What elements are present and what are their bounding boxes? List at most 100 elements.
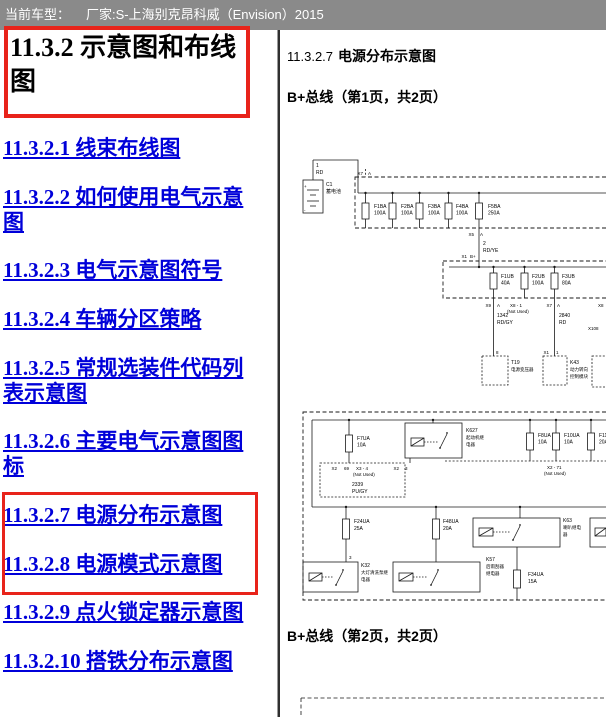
wire-to-band2: X5 A 2 RD/YE X1 B+ [461,228,499,267]
component-k32-id: K32 [361,563,370,569]
fuse-f34ua-symbol [513,569,521,589]
component-k63-id: K63 [563,518,572,524]
pin-8-label: 8 [496,350,499,355]
power-distribution-schematic: + - C1 蓄电池 1 RD X7 A F1BA 100A F2BA 100A… [302,159,606,601]
relay-partial-right [589,517,606,548]
connector-x1-1-label: X1 [543,350,549,355]
toc-heading: 11.3.2 示意图和布线图 [10,33,237,96]
page-title-number: 11.3.2.7 [287,49,334,64]
connector-x108-label: X108 [588,326,599,331]
fuse-f1ub-id: F1UB [501,274,514,280]
battery-minus-sign: - [304,208,306,213]
connector-x7-mid-label: X7 [546,303,552,308]
connector-x1-label: X1 [461,254,467,259]
bplus-bus-page2-heading: B+总线（第2页，共2页） [287,628,447,644]
relay-k627: K627 起动机继 电器 [404,420,484,463]
fuse-f8ua-id: F8UA [538,433,551,439]
component-k57-id: K57 [486,557,495,563]
wire1342-number: 1342 [497,313,508,319]
toc-item-11-3-2-5[interactable]: 11.3.2.5 常规选装件代码列表示意图 [3,355,244,405]
connector-x2-3-pin: 3 [405,466,408,471]
connector-x7-label: X7 [357,171,363,176]
fuse-f34ua-id: F34UA [528,572,544,578]
connector-x3-4-note: (Not Used) [353,472,375,477]
fuse-f2ub-amp: 100A [532,281,544,287]
relay-k57: K57 后雨刮器 继电器 [392,557,504,593]
fuse-block-1: F1BA 100A F2BA 100A F3BA 100A F4BA 100A … [354,176,606,229]
component-k57-desc1: 后雨刮器 [486,563,504,570]
connector-x2-69-label: X2 [331,466,337,471]
connector-x9-label: X9 [485,303,491,308]
toc-item-11-3-2-6[interactable]: 11.3.2.6 主要电气示意图图标 [3,429,244,479]
connector-x2-71-label: X2 - 71 [547,465,562,470]
component-k43: K43 动力转向 控制模块 [542,355,588,386]
fuse-f34ua-amp: 15A [528,579,538,585]
component-partial-right [591,355,606,388]
connector-x8-right-label: X8 [598,303,604,308]
fuse-f11u-id: F11U [599,433,606,439]
wire2-color: RD/YE [483,248,499,254]
connector-x1-pin: B+ [470,254,476,259]
component-t19: T19 电源变压器 [481,355,534,386]
toc-item-11-3-2-9[interactable]: 11.3.2.9 点火锁定器示意图 [3,600,244,625]
connector-x5-pin: A [480,232,483,237]
fuse-f3ba-id: F3BA [428,204,441,210]
fuse-f4ba-amp: 100A [456,211,468,217]
pin-3-label: 3 [349,555,352,560]
wire2840-color: RD [559,320,567,326]
battery-id: C1 [326,182,333,188]
toc-item-11-3-2-7[interactable]: 11.3.2.7 电源分布示意图 [3,502,223,527]
connector-x7-mid-pin: A [557,303,560,308]
fuse-f10ua-id: F10UA [564,433,580,439]
fuse-f24ua-amp: 25A [354,526,364,532]
toc-item-11-3-2-1[interactable]: 11.3.2.1 线束布线图 [3,136,181,160]
power-distribution-schematic-page2 [300,697,606,717]
fuse-f48ua-id: F48UA [443,519,459,525]
battery-feed-wire: 1 RD X7 A [313,159,371,193]
connector-x5-label: X5 [468,232,474,237]
fuse-f48ua-amp: 20A [443,526,453,532]
relay-k32: K32 大灯清洗泵继 电器 [302,561,388,593]
fuse-f3ub-amp: 80A [562,281,572,287]
fuse-f5ba-amp: 250A [488,211,500,217]
fuse-f7ua-id: F7UA [357,436,370,442]
toc-item-11-3-2-10[interactable]: 11.3.2.10 搭铁分布示意图 [3,649,233,674]
connector-x9-pin: A [497,303,500,308]
relay-k63: K63 喇叭继电 器 [472,507,581,570]
connector-x8-1-note: (Not Used) [507,309,529,314]
current-vehicle-value: 厂家:S-上海别克昂科威（Envision）2015 [86,7,324,22]
connector-x2-69-pin: 69 [344,466,350,471]
fuse-f1ub-amp: 40A [501,281,511,287]
toc-heading-highlight-box: 11.3.2 示意图和布线图 [4,26,250,118]
wire1-color: RD [316,170,324,176]
fuse-f2ba-id: F2BA [401,204,414,210]
component-k43-desc1: 动力转向 [570,366,588,373]
fuse-f2ba-amp: 100A [401,211,413,217]
battery-desc: 蓄电池 [326,188,341,195]
component-k627-id: K627 [466,428,478,434]
fuse-f3ub-id: F3UB [562,274,575,280]
toc-item-11-3-2-4[interactable]: 11.3.2.4 车辆分区策略 [3,307,202,332]
component-k32-desc2: 电器 [361,576,370,583]
fuse-f3ba-amp: 100A [428,211,440,217]
component-k627-desc2: 电器 [466,441,475,448]
fuse-block-2: F1UB 40A F2UB 100A F3UB 80A [442,260,606,299]
fuse-f7ua-amp: 10A [357,443,367,449]
component-k627-desc1: 起动机继 [466,434,484,441]
wire2339-number: 2339 [352,482,363,488]
fuse-f4ba-id: F4BA [456,204,469,210]
connector-x1-1-pin: 1 [556,350,559,355]
bplus-bus-page1-heading: B+总线（第1页，共2页） [287,89,447,105]
fuse-f2ub-id: F2UB [532,274,545,280]
connector-x3-4-label: X3 - 4 [356,466,369,471]
fuse-f24ua-id: F24UA [354,519,370,525]
component-k57-desc2: 继电器 [486,570,500,577]
component-k43-id: K43 [570,360,579,366]
toc-item-11-3-2-2[interactable]: 11.3.2.2 如何使用电气示意图 [3,184,244,234]
toc-item-11-3-2-3[interactable]: 11.3.2.3 电气示意图符号 [3,258,223,283]
component-k63-desc1: 喇叭继电 [563,524,581,531]
component-t19-desc: 电源变压器 [511,366,534,373]
fuse-f10ua-amp: 10A [564,440,574,446]
toc-item-11-3-2-8[interactable]: 11.3.2.8 电源模式示意图 [3,551,223,576]
